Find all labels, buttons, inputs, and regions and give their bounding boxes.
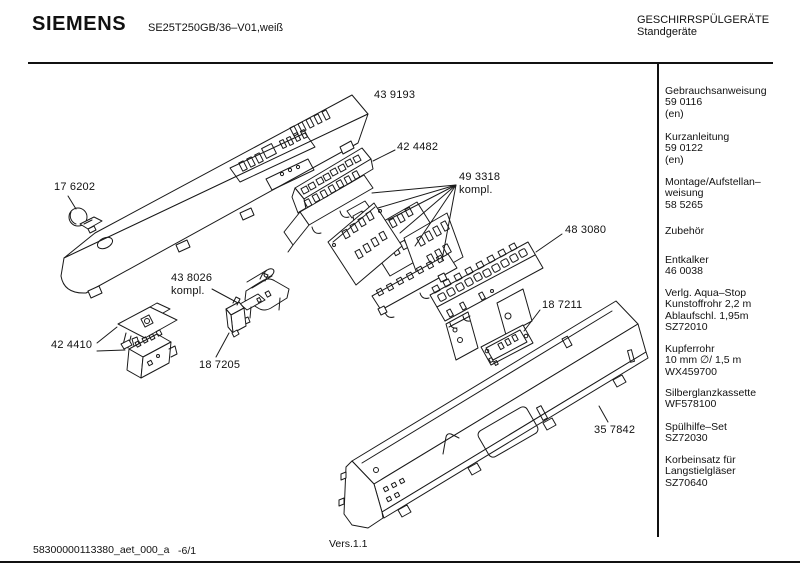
microswitch-drawing [225,296,247,338]
inner-panel-drawing [429,241,544,361]
accessory-item: Entkalker 46 0038 [665,254,709,278]
accessory-item: Korbeinsatz für Langstielgläser SZ70640 [665,454,736,489]
product-line: GESCHIRRSPÜLGERÄTE [637,14,770,26]
part-label: 42 4410 [51,339,93,351]
sheet-number: -6/1 [178,545,197,557]
document-item: Kurzanleitung 59 0122 (en) [665,131,730,166]
diagram-version: Vers.1.1 [329,538,368,550]
accessory-item: Silberglanzkassette WF578100 [665,387,757,411]
accessory-item: Kupferrohr 10 mm ∅/ 1,5 m WX459700 [665,343,742,378]
part-label: 35 7842 [594,424,636,436]
document-code: 58300000113380_aet_000_a [33,544,170,556]
product-type: Standgeräte [637,26,697,38]
accessory-item: Spülhilfe–Set SZ72030 [665,421,727,445]
base-panel-drawing [338,300,649,529]
dispenser-assembly-drawing [239,268,290,326]
model-code: SE25T250GB/36–V01,weiß [148,22,284,34]
accessory-item: Verlg. Aqua–Stop Kunstoffrohr 2,2 m Abla… [665,287,752,334]
part-label: 17 6202 [54,181,96,193]
sidebar-divider [657,63,659,537]
carrier-frame-drawing [283,170,374,253]
document-item: Montage/Aufstellan– weisung 58 5265 [665,176,761,211]
hinge-clip-drawing [68,207,103,234]
pcb-board-main-drawing [327,202,403,286]
fascia-panel-drawing [60,94,369,299]
selector-switch-drawing [126,329,178,379]
leader-lines [67,149,609,423]
control-module-drawing [480,324,534,366]
part-label: 18 7211 [542,299,583,311]
support-frame-drawing [371,253,458,318]
part-label: 43 8026 kompl. [171,272,213,297]
accessories-heading: Zubehör [665,225,705,237]
part-label: 43 9193 [374,89,416,101]
part-label: 42 4482 [397,141,439,153]
part-label: 48 3080 [565,224,607,236]
brand-logo: SIEMENS [32,13,127,35]
part-label: 49 3318 kompl. [459,171,501,196]
document-item: Gebrauchsanweisung 59 0116 (en) [665,85,767,120]
header-divider [28,62,773,64]
part-label: 18 7205 [199,359,241,371]
footer-divider [0,561,800,563]
switch-bracket-drawing [117,302,178,350]
